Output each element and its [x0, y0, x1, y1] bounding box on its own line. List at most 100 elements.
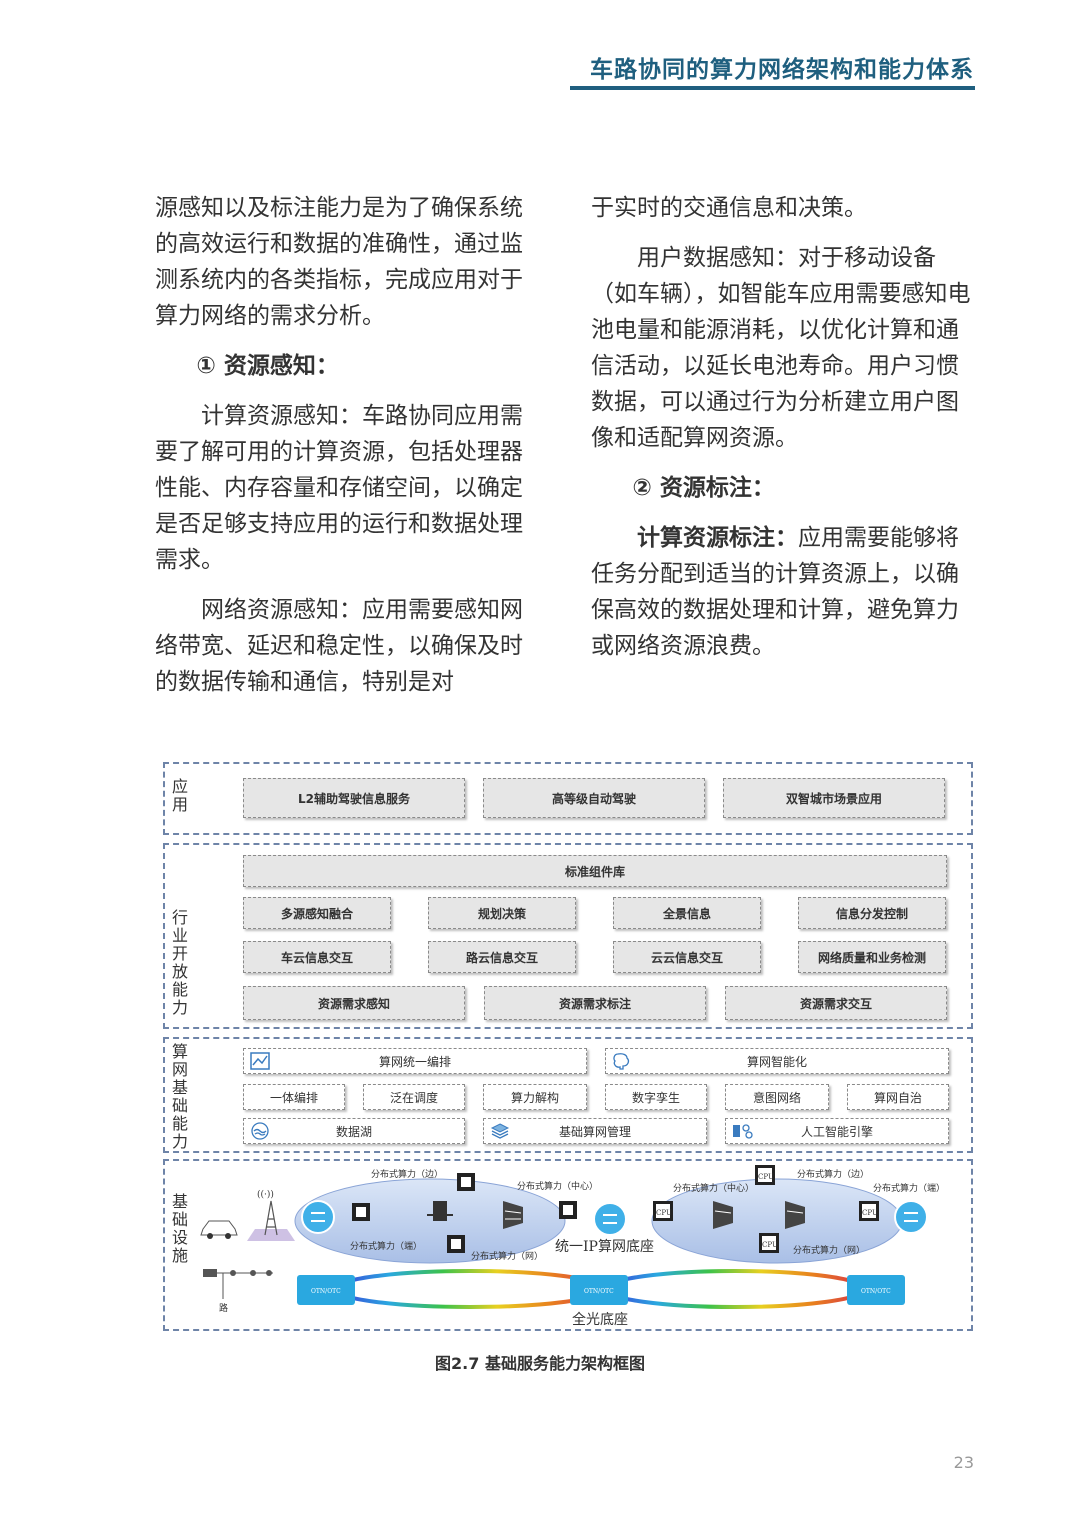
server-rack-icon	[503, 1201, 523, 1229]
otn-label: OTN/OTC	[861, 1288, 891, 1295]
layer-label-base: 算网基础能力	[171, 1042, 188, 1151]
base-row2-box: 意图网络	[725, 1084, 829, 1110]
cpu-chip-icon: CPU	[755, 1165, 775, 1185]
intelligence-box: 算网智能化	[605, 1048, 949, 1074]
industry-row1-box: 全景信息	[613, 897, 761, 929]
app-box-l2: L2辅助驾驶信息服务	[243, 778, 465, 818]
right-paragraph-2: 用户数据感知：对于移动设备（如车辆），如智能车应用需要感知电池电量和能源消耗，以…	[591, 245, 971, 451]
infrastructure-diagram: ((·))	[200, 1165, 945, 1328]
end-compute-label: 分布式算力（端）	[350, 1240, 422, 1252]
industry-row3-box: 资源需求感知	[243, 986, 465, 1020]
router-icon	[593, 1202, 627, 1236]
server-rack-icon	[785, 1201, 805, 1229]
network-mgmt-label: 基础算网管理	[558, 1124, 631, 1139]
base-row2-box: 数字孪生	[605, 1084, 707, 1110]
edge-compute-label-right: 分布式算力（边）	[797, 1168, 869, 1180]
cpu-label: CPU	[862, 1209, 878, 1217]
cpu-label: CPU	[656, 1209, 672, 1217]
left-paragraph-1: 源感知以及标注能力是为了确保系统的高效运行和数据的准确性，通过监测系统内的各类指…	[155, 195, 523, 329]
right-paragraph-3-rest: 应用需要能够将任务分配到适当的计算资源上，以确保高效的数据处理和计算，避免算力或…	[591, 525, 959, 659]
brain-icon	[613, 1053, 630, 1070]
app-box-autodrive: 高等级自动驾驶	[483, 778, 705, 818]
road-sensor-icon	[203, 1269, 273, 1299]
orchestration-label: 算网统一编排	[378, 1054, 451, 1069]
orchestration-box: 算网统一编排	[243, 1048, 587, 1074]
layer-infrastructure: 基础设施	[163, 1159, 973, 1331]
intelligence-label: 算网智能化	[746, 1054, 807, 1069]
otn-device-icon: OTN/OTC	[570, 1275, 628, 1305]
chip-icon	[352, 1203, 370, 1221]
figure-caption: 图2.7 基础服务能力架构框图	[435, 1354, 645, 1373]
page-header-title: 车路协同的算力网络架构和能力体系	[590, 57, 974, 83]
layer-label-application: 应用	[171, 777, 188, 814]
antenna-tower-icon: ((·))	[247, 1189, 295, 1241]
layer-application: 应用 L2辅助驾驶信息服务 高等级自动驾驶 双智城市场景应用	[163, 762, 973, 835]
net-compute-label: 分布式算力（网）	[471, 1250, 543, 1262]
right-paragraph-3-bold: 计算资源标注：	[637, 525, 798, 551]
datalake-box: 数据湖	[243, 1118, 465, 1144]
industry-row1-box: 多源感知融合	[243, 897, 391, 929]
end-compute-label-right: 分布式算力（端）	[873, 1182, 945, 1194]
edge-compute-label: 分布式算力（边）	[371, 1168, 443, 1180]
industry-row2-box: 路云信息交互	[428, 941, 576, 973]
page-number: 23	[953, 1453, 974, 1472]
standard-component-library: 标准组件库	[243, 855, 947, 887]
industry-row3-box: 资源需求交互	[725, 986, 947, 1020]
center-compute-label: 分布式算力（中心）	[517, 1180, 598, 1192]
network-mgmt-box: 基础算网管理	[483, 1118, 707, 1144]
right-paragraph-3: 计算资源标注：应用需要能够将任务分配到适当的计算资源上，以确保高效的数据处理和计…	[591, 520, 976, 664]
server-rack-icon	[713, 1201, 733, 1229]
cpu-chip-icon: CPU	[653, 1201, 673, 1221]
net-compute-label-right: 分布式算力（网）	[793, 1244, 865, 1256]
header-rule	[570, 86, 975, 90]
industry-row1-box: 信息分发控制	[798, 897, 946, 929]
base-row2-box: 一体编排	[243, 1084, 345, 1110]
ai-engine-box: 人工智能引擎	[725, 1118, 949, 1144]
chip-icon	[457, 1173, 475, 1191]
router-icon	[894, 1200, 928, 1234]
ip-base-label: 统一IP算网底座	[555, 1239, 654, 1255]
left-column: 源感知以及标注能力是为了确保系统的高效运行和数据的准确性，通过监测系统内的各类指…	[155, 190, 540, 714]
cpu-label: CPU	[758, 1173, 774, 1181]
chip-icon	[447, 1235, 465, 1253]
left-paragraph-2: 计算资源感知：车路协同应用需要了解可用的计算资源，包括处理器性能、内存容量和存储…	[155, 403, 523, 573]
layers-icon	[490, 1123, 510, 1139]
heading-resource-annotation: ② 资源标注：	[632, 475, 775, 501]
cpu-chip-icon: CPU	[859, 1201, 879, 1221]
otn-label: OTN/OTC	[311, 1288, 341, 1295]
optical-ring-right	[603, 1269, 867, 1309]
ai-engine-icon	[733, 1124, 753, 1139]
optical-ring-left	[333, 1269, 607, 1309]
otn-device-icon: OTN/OTC	[847, 1275, 905, 1305]
car-icon	[200, 1220, 238, 1239]
chart-icon	[250, 1052, 270, 1070]
left-paragraph-3: 网络资源感知：应用需要感知网络带宽、延迟和稳定性，以确保及时的数据传输和通信，特…	[155, 597, 523, 695]
layer-industry: 行业开放能力 标准组件库 多源感知融合 规划决策 全景信息 信息分发控制 车云信…	[163, 843, 973, 1029]
base-row2-box: 泛在调度	[363, 1084, 465, 1110]
industry-row2-box: 车云信息交互	[243, 941, 391, 973]
router-icon	[301, 1200, 335, 1234]
datalake-label: 数据湖	[335, 1124, 372, 1139]
otn-label: OTN/OTC	[584, 1288, 614, 1295]
left-compute-cloud	[294, 1178, 566, 1264]
layer-label-infra: 基础设施	[171, 1192, 188, 1265]
lake-icon	[251, 1122, 269, 1140]
cpu-chip-icon: CPU	[759, 1233, 779, 1253]
chip-icon	[559, 1201, 577, 1219]
otn-device-icon: OTN/OTC	[297, 1275, 355, 1305]
center-compute-label-right: 分布式算力（中心）	[673, 1182, 754, 1194]
cpu-label: CPU	[762, 1241, 778, 1249]
layer-label-industry: 行业开放能力	[171, 908, 188, 1017]
antenna-signal-label: ((·))	[257, 1189, 274, 1200]
layer-base-capability: 算网基础能力 算网统一编排 算网智能化 一体编排 泛在调度 算力解构 数字孪生 …	[163, 1037, 973, 1153]
right-column: 于实时的交通信息和决策。 用户数据感知：对于移动设备（如车辆），如智能车应用需要…	[591, 190, 976, 678]
app-box-dual-smart-city: 双智城市场景应用	[723, 778, 945, 818]
road-label: 路	[219, 1302, 228, 1314]
base-row2-box: 算网自治	[847, 1084, 949, 1110]
architecture-figure: 应用 L2辅助驾驶信息服务 高等级自动驾驶 双智城市场景应用 行业开放能力 标准…	[163, 762, 975, 1332]
industry-row2-box: 网络质量和业务检测	[798, 941, 946, 973]
right-paragraph-1: 于实时的交通信息和决策。	[591, 195, 867, 221]
optical-base-label: 全光底座	[572, 1311, 628, 1328]
industry-row1-box: 规划决策	[428, 897, 576, 929]
industry-row3-box: 资源需求标注	[484, 986, 706, 1020]
